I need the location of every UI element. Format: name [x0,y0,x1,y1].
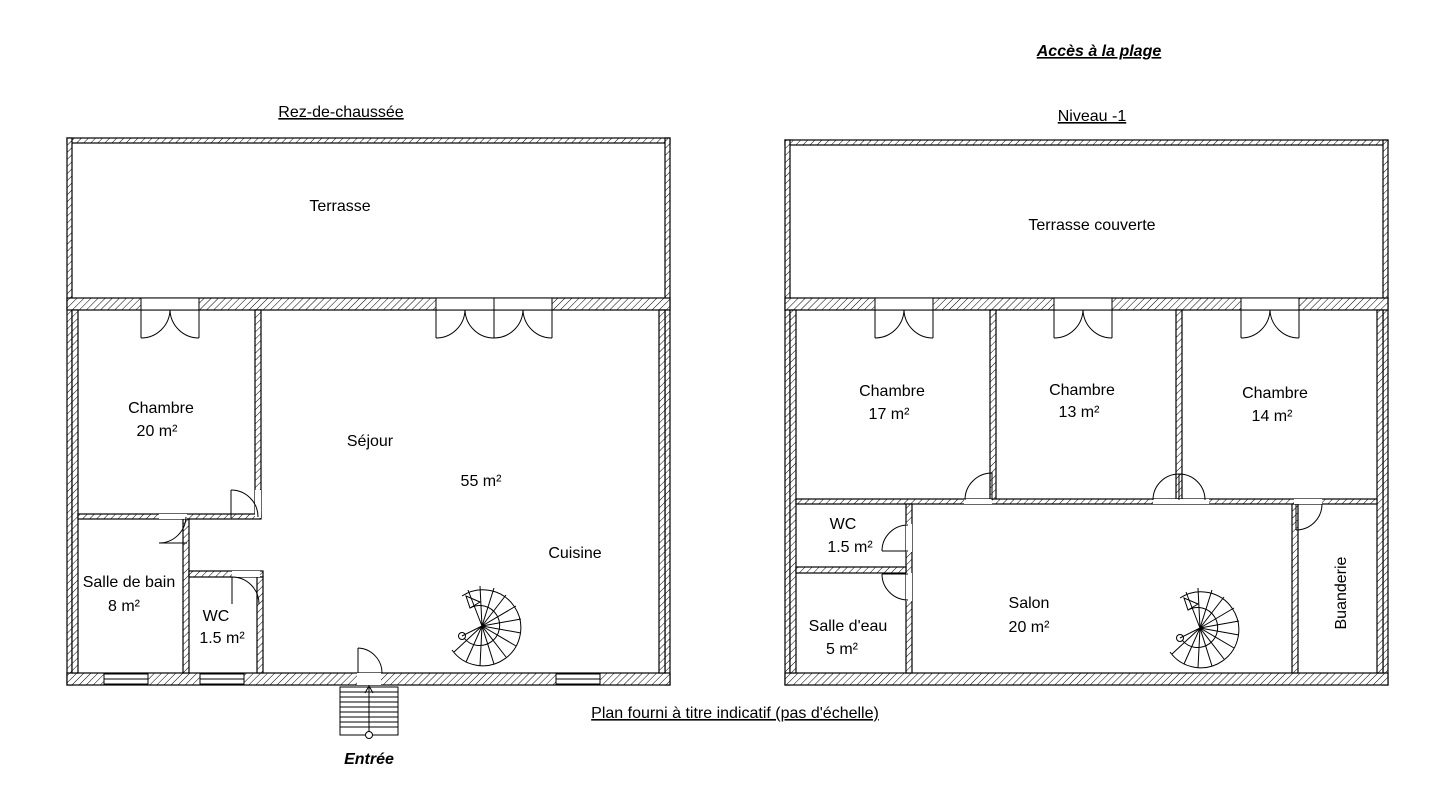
door-swing-icon [1295,503,1323,531]
wall [784,139,791,686]
double-door-icon [493,297,553,339]
door-swing-icon [230,489,259,518]
covered-terrace-label: Terrasse couverte [1028,217,1155,234]
wall [182,518,190,674]
entrance-steps-icon [339,684,399,739]
living-room-area: 55 m² [461,473,503,490]
ground-floor-title: Rez-de-chaussée [278,104,404,121]
kitchen-label: Cuisine [548,545,601,562]
bedroom-label: Chambre [859,383,925,400]
door-opening [906,524,912,552]
bedroom-label: Chambre [128,400,194,417]
entrance-door-icon [357,647,383,674]
bedroom-area: 13 m² [1059,404,1101,421]
wall [256,576,264,674]
door-opening [232,571,260,577]
bathroom-label: Salle de bain [83,574,176,591]
terrace-label: Terrasse [309,198,370,215]
wall [784,139,1389,146]
entrance-label: Entrée [344,751,394,768]
wc-area: 1.5 m² [199,630,245,647]
door-opening [1241,298,1299,310]
bedroom-area: 20 m² [137,423,179,440]
bathroom-area: 8 m² [108,598,141,615]
wall [658,309,666,674]
spiral-staircase-icon [1169,587,1240,669]
wall [66,137,73,686]
wall [1291,503,1299,674]
door-opening [357,673,381,685]
double-door-icon [1053,297,1113,339]
wc-label: WC [203,608,230,625]
bedroom-label: Chambre [1242,385,1308,402]
door-swing-icon [881,573,909,601]
disclaimer-note: Plan fourni à titre indicatif (pas d'éch… [591,705,879,722]
beach-access-label: Accès à la plage [1036,43,1162,60]
door-swing-icon [158,516,187,544]
wall [1382,139,1389,686]
double-door-icon [1240,297,1300,339]
laundry-label: Buanderie [1333,556,1350,629]
door-opening [1054,298,1112,310]
window-icon [103,673,149,685]
door-opening [1153,499,1209,504]
living-room-label: Séjour [347,433,394,450]
wall [789,309,797,674]
lounge-label: Salon [1009,595,1050,612]
wall [66,137,671,144]
spiral-staircase-icon [451,585,522,667]
lounge-area: 20 m² [1009,619,1051,636]
wall [989,309,997,504]
bedroom-area: 17 m² [869,406,911,423]
door-swing-icon [231,576,260,605]
wall [188,570,264,578]
lower-floor-plan: Accès à la plage Niveau -1 Terrasse couv… [784,43,1389,686]
door-opening [1294,499,1322,504]
door-swing-icon [964,472,993,501]
double-door-icon [435,297,495,339]
wall [784,672,1389,686]
door-opening [906,573,912,601]
wall [1376,309,1384,674]
door-opening [159,514,187,519]
window-icon [555,673,601,685]
wall [71,309,79,674]
wall [795,566,907,574]
window-icon [199,673,245,685]
door-opening [964,499,992,504]
door-opening [255,490,261,518]
ground-floor-plan: Rez-de-chaussée Terrasse Chambre 20 m² S… [66,104,671,768]
door-swing-icon [1152,473,1206,501]
double-door-icon [874,297,934,339]
door-opening [141,298,199,310]
bedroom-area: 14 m² [1252,408,1294,425]
lower-floor-title: Niveau -1 [1058,108,1127,125]
door-opening [875,298,933,310]
wc-label: WC [830,516,857,533]
door-swing-icon [881,524,909,552]
shower-room-label: Salle d'eau [809,618,888,635]
shower-room-area: 5 m² [826,641,859,658]
bedroom-label: Chambre [1049,382,1115,399]
wall [664,137,671,686]
wall [795,498,1378,505]
wc-area: 1.5 m² [827,539,873,556]
double-door-icon [140,297,200,339]
wall [254,309,262,519]
